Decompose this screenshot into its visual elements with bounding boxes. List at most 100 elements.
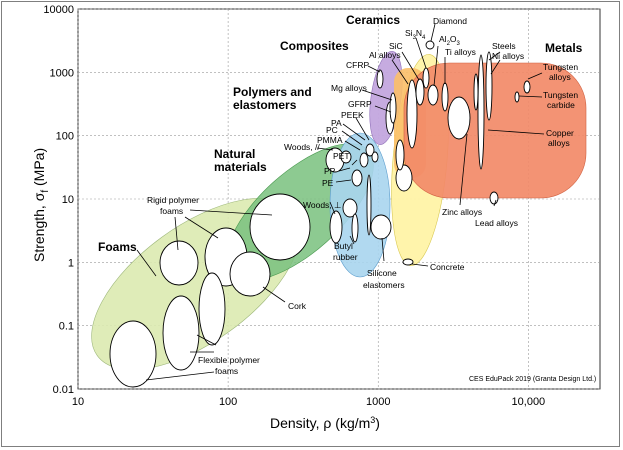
bubble-sic	[415, 78, 425, 106]
label-lead-alloys: Lead alloys	[475, 218, 518, 228]
bubble-mg-alloys	[389, 92, 397, 124]
label-si3n4-a: Si	[405, 28, 413, 38]
label-rigid-2: foams	[160, 206, 183, 216]
bubble-butyl-rubber	[351, 213, 359, 243]
x-tick-label: 1000	[366, 396, 390, 408]
label-si3n4-c: N	[416, 28, 422, 38]
label-tungsten-carbide-1: Tungsten	[543, 90, 578, 100]
label-flexible-2: foams	[215, 366, 238, 376]
bubble-zinc-alloys	[447, 96, 471, 140]
label-butyl-2: rubber	[333, 252, 358, 262]
bubble-ceramic-2	[395, 139, 405, 171]
label-woods-perp: Woods, ⊥	[303, 200, 342, 210]
label-butyl-1: Butyl	[334, 241, 353, 251]
bubble-silicone	[370, 214, 392, 240]
label-metals: Metals	[545, 41, 583, 55]
y-tick-label: 100	[56, 131, 74, 143]
label-al2o3-c: O	[450, 34, 457, 44]
label-zinc-alloys: Zinc alloys	[442, 207, 482, 217]
y-tick-label: 1000	[50, 67, 74, 79]
bubble-polymer-1	[342, 198, 358, 218]
bubble-metal-small	[473, 73, 479, 111]
bubble-tungsten-carbide	[514, 91, 520, 103]
bubble-si3n4	[422, 67, 430, 89]
bubble-ti-alloys	[441, 82, 449, 112]
y-tick-label: 0.1	[59, 321, 74, 333]
bubble-cfrp	[376, 69, 384, 89]
bubble-polymer-5	[371, 151, 379, 163]
y-tick-label: 1	[68, 257, 74, 269]
label-si3n4-d: 4	[422, 35, 426, 41]
bubble-concrete	[402, 258, 414, 266]
bubble-flexible-foam-1	[198, 272, 226, 346]
label-silicone-2: elastomers	[363, 280, 405, 290]
y-axis-label-main: Strength, σ	[31, 192, 47, 262]
label-sic: SiC	[389, 41, 403, 51]
label-ni-alloys: Ni alloys	[492, 51, 524, 61]
label-natural-1: Natural	[214, 147, 255, 161]
y-axis-label: Strength, σf (MPa)	[31, 148, 51, 262]
bubble-polymer-2	[351, 169, 363, 187]
label-al2o3-a: Al	[439, 34, 447, 44]
label-steels: Steels	[492, 41, 516, 51]
y-axis-label-unit: (MPa)	[31, 148, 47, 190]
label-concrete: Concrete	[430, 262, 465, 272]
label-al-alloys: Al alloys	[369, 50, 401, 60]
x-axis-label-main: Density, ρ (kg/m	[270, 415, 370, 431]
bubble-flexible-foam-3	[109, 320, 157, 388]
label-ti-alloys: Ti alloys	[445, 47, 476, 57]
label-pp: PP	[324, 166, 336, 176]
x-axis-label-end: )	[375, 415, 380, 431]
label-silicone-1: Silicone	[367, 268, 397, 278]
y-tick-label: 10	[62, 194, 74, 206]
label-diamond: Diamond	[433, 16, 467, 26]
bubble-rigid-foam-large	[249, 193, 311, 261]
label-cfrp: CFRP	[346, 60, 369, 70]
y-axis-ticks: 0.01 0.1 1 10 100 1000 10000	[43, 4, 74, 396]
bubble-flexible-foam-2	[162, 295, 200, 371]
label-natural-2: materials	[214, 160, 267, 174]
label-ceramics: Ceramics	[346, 13, 400, 27]
label-copper-2: alloys	[548, 138, 570, 148]
label-peek: PEEK	[341, 110, 364, 120]
bubble-elastomer-strip	[366, 174, 372, 236]
label-al2o3: Al2O3	[439, 34, 461, 47]
label-polymers-1: Polymers and	[233, 85, 312, 99]
bubble-lead-alloys	[489, 191, 499, 205]
x-tick-label: 100	[219, 396, 237, 408]
x-axis-label-sup: 3	[370, 415, 375, 425]
label-tungsten-carbide-2: carbide	[547, 100, 575, 110]
label-copper-1: Copper	[546, 128, 574, 138]
label-cork: Cork	[288, 301, 307, 311]
label-rigid-1: Rigid polymer	[147, 195, 199, 205]
bubble-woods-perp	[329, 210, 343, 244]
y-tick-label: 0.01	[53, 384, 74, 396]
bubble-cork	[229, 251, 271, 297]
y-axis-label-sub: f	[40, 190, 51, 193]
material-ellipses	[109, 40, 531, 388]
credit-text: CES EduPack 2019 (Granta Design Ltd.)	[469, 376, 596, 383]
label-pmma: PMMA	[317, 135, 343, 145]
label-gfrp: GFRP	[348, 99, 372, 109]
bubble-al2o3	[427, 84, 439, 106]
bubble-al-alloys	[406, 79, 418, 149]
label-pet: PET	[333, 151, 350, 161]
label-composites: Composites	[280, 39, 349, 53]
y-tick-label: 10000	[43, 4, 74, 16]
label-pc: PC	[326, 125, 338, 135]
label-polymers-2: elastomers	[233, 98, 297, 112]
label-mg-alloys: Mg alloys	[331, 83, 367, 93]
bubble-tungsten-alloys	[523, 80, 531, 94]
label-flexible-1: Flexible polymer	[198, 355, 260, 365]
bubble-diamond	[425, 40, 435, 50]
label-tungsten-alloys-2: alloys	[549, 72, 571, 82]
label-si3n4-b: 3	[413, 35, 417, 41]
material-labels: Rigid polymer foams Flexible polymer foa…	[147, 16, 578, 376]
bubble-polymer-6	[340, 150, 352, 164]
label-pa: PA	[331, 118, 342, 128]
label-si3n4: Si3N4	[405, 28, 426, 41]
bubble-steels	[477, 54, 485, 170]
family-labels: Foams Natural materials Polymers and ela…	[98, 13, 583, 254]
